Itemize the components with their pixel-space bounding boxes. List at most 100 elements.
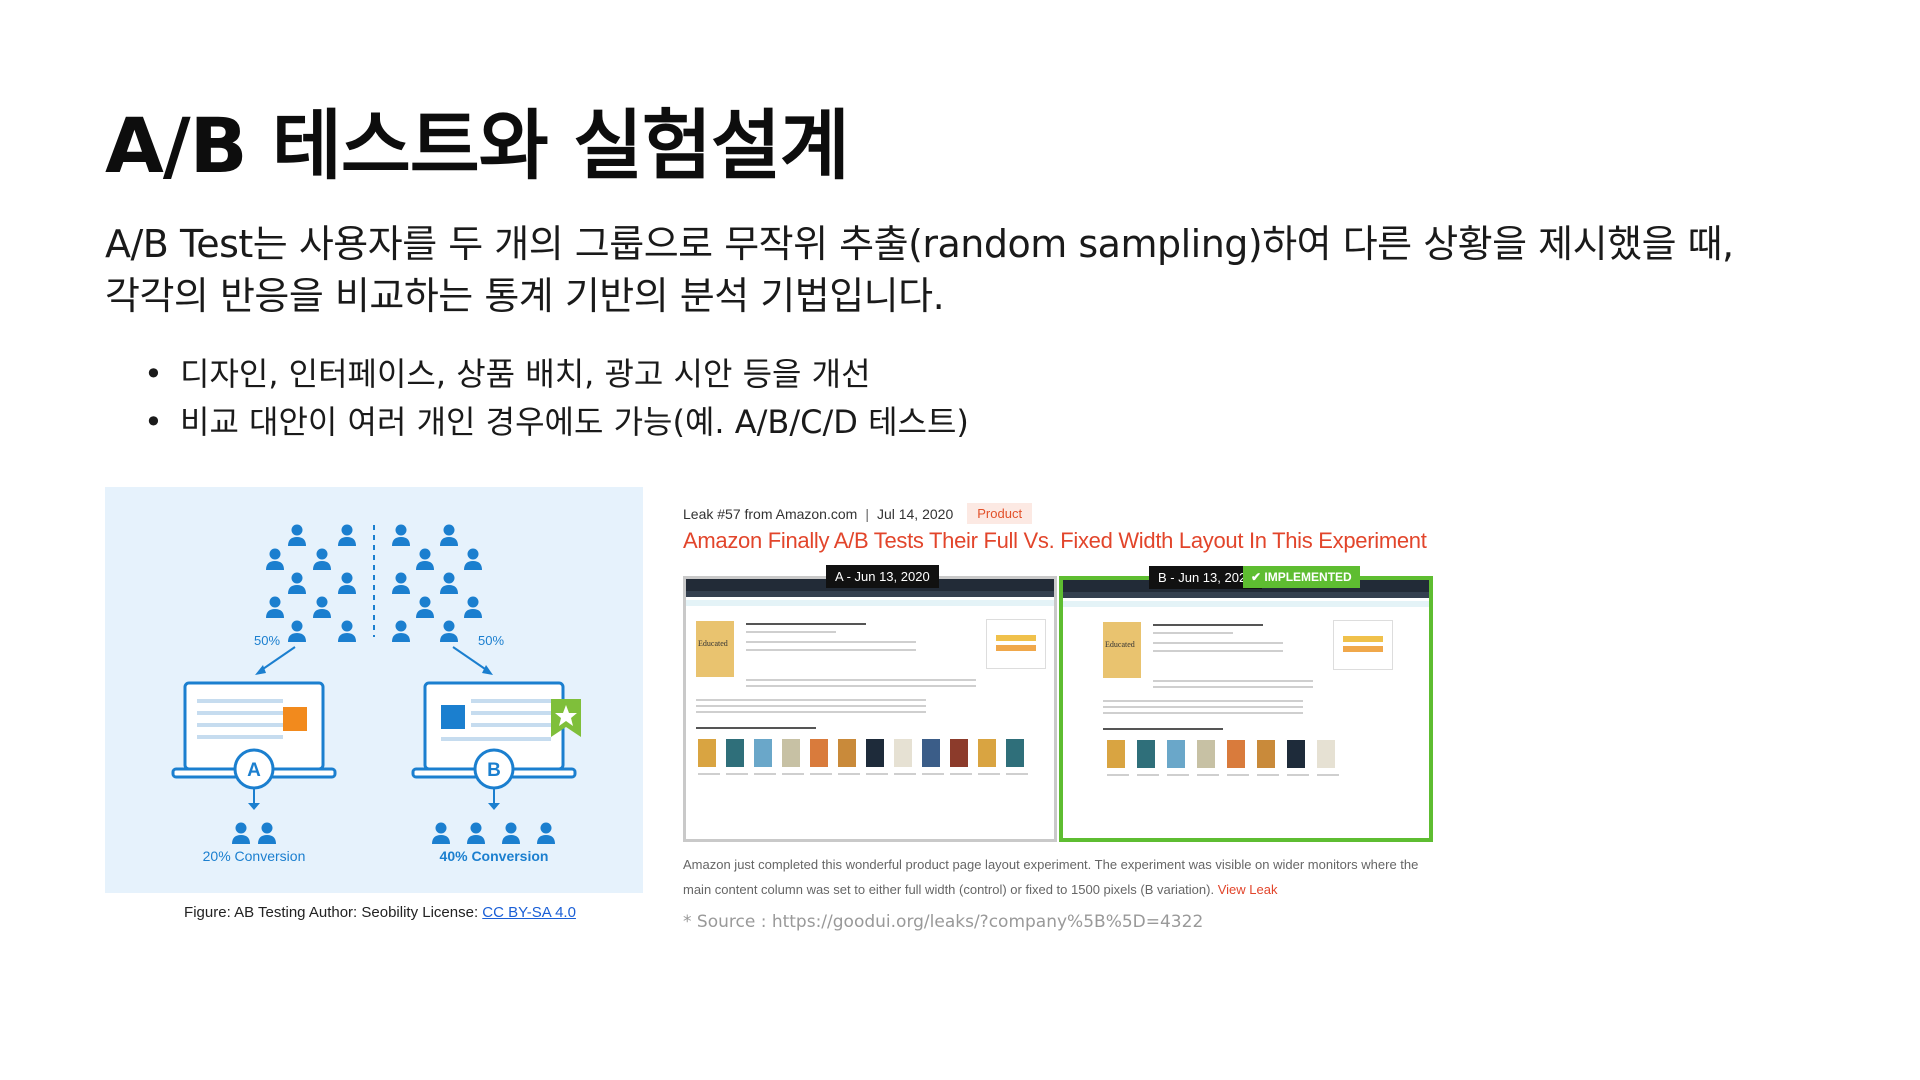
bullet-item: • 비교 대안이 여러 개인 경우에도 가능(예. A/B/C/D 테스트): [140, 398, 969, 446]
book-thumbnail: [866, 739, 884, 767]
book-thumbnail: [1107, 740, 1125, 768]
thumbnail-caption-line: [1137, 774, 1159, 776]
mock-book-title: Educated: [698, 639, 728, 648]
book-thumbnail: [1227, 740, 1245, 768]
book-thumbnail: [782, 739, 800, 767]
mock-buy-box: [986, 619, 1046, 669]
mock-buy-box: [1333, 620, 1393, 670]
mock-book-title: Educated: [1105, 640, 1135, 649]
book-thumbnail: [754, 739, 772, 767]
user-group-left: [266, 524, 356, 642]
thumbnail-caption-line: [1197, 774, 1219, 776]
thumbnail-caption-line: [1006, 773, 1028, 775]
person-icon: [232, 822, 250, 844]
view-leak-link[interactable]: View Leak: [1217, 882, 1278, 897]
person-icon: [502, 822, 520, 844]
thumbnail-caption-line: [1287, 774, 1309, 776]
person-icon: [416, 548, 434, 570]
bullet-dot: •: [144, 355, 163, 393]
thumbnail-caption-line: [810, 773, 832, 775]
category-tag[interactable]: Product: [967, 503, 1033, 524]
person-icon: [537, 822, 555, 844]
bullet-text: 디자인, 인터페이스, 상품 배치, 광고 시안 등을 개선: [180, 355, 871, 393]
bullet-item: • 디자인, 인터페이스, 상품 배치, 광고 시안 등을 개선: [140, 350, 969, 398]
person-icon: [432, 822, 450, 844]
screenshot-variant-a: A - Jun 13, 2020 Educated: [683, 565, 1057, 842]
person-icon: [392, 572, 410, 594]
caption-text: Figure: AB Testing Author: Seobility Lic…: [184, 904, 483, 921]
user-group-right: [392, 524, 482, 642]
converted-users-b: [432, 822, 555, 844]
converted-users-a: [232, 822, 276, 844]
laptop-icon-a: A: [171, 681, 337, 790]
thumbnail-caption-line: [1167, 774, 1189, 776]
thumbnail-caption-line: [1227, 774, 1249, 776]
thumbnail-caption-line: [894, 773, 916, 775]
slide-title: A/B 테스트와 실험설계: [105, 101, 850, 190]
book-thumbnail: [1137, 740, 1155, 768]
book-thumbnail: [1006, 739, 1024, 767]
leak-title[interactable]: Amazon Finally A/B Tests Their Full Vs. …: [683, 528, 1427, 553]
person-icon: [288, 524, 306, 546]
book-thumbnail: [950, 739, 968, 767]
arrow-right: [452, 646, 489, 672]
person-icon: [313, 548, 331, 570]
lead-line-2: 각각의 반응을 비교하는 통계 기반의 분석 기법입니다.: [105, 274, 945, 318]
license-link[interactable]: CC BY-SA 4.0: [482, 904, 576, 921]
split-label-right: 50%: [478, 633, 504, 648]
person-icon: [338, 572, 356, 594]
person-icon: [258, 822, 276, 844]
book-thumbnail: [810, 739, 828, 767]
conversion-a-label: 20% Conversion: [203, 848, 306, 864]
book-thumbnail: [978, 739, 996, 767]
book-thumbnail: [1197, 740, 1215, 768]
mock-nav: [1063, 592, 1429, 598]
book-cover-image: [1103, 622, 1141, 678]
person-icon: [464, 596, 482, 618]
screenshot-variant-b: B - Jun 13, 2020 ✔ IMPLEMENTED Educated: [1059, 566, 1433, 842]
lead-paragraph: A/B Test는 사용자를 두 개의 그룹으로 무작위 추출(random s…: [105, 218, 1825, 322]
bullet-list: • 디자인, 인터페이스, 상품 배치, 광고 시안 등을 개선 • 비교 대안…: [140, 350, 969, 446]
book-thumbnail: [698, 739, 716, 767]
book-thumbnail: [1317, 740, 1335, 768]
book-thumbnail: [1167, 740, 1185, 768]
variant-b-date-label: B - Jun 13, 2020: [1149, 566, 1263, 589]
person-icon: [288, 572, 306, 594]
lead-line-1: A/B Test는 사용자를 두 개의 그룹으로 무작위 추출(random s…: [105, 222, 1734, 266]
person-icon: [338, 620, 356, 642]
person-icon: [313, 596, 331, 618]
mock-banner: [686, 600, 1054, 606]
thumbnail-caption-line: [1257, 774, 1279, 776]
leak-meta: Leak #57 from Amazon.com | Jul 14, 2020 …: [683, 503, 1033, 524]
variant-a-date-label: A - Jun 13, 2020: [826, 565, 939, 588]
variant-a-label: A: [247, 760, 261, 781]
orange-block: [283, 707, 307, 731]
person-icon: [440, 524, 458, 546]
ab-testing-illustration: 50% 50% A B: [105, 487, 643, 893]
thumbnail-caption-line: [866, 773, 888, 775]
leak-description-text: Amazon just completed this wonderful pro…: [683, 857, 1419, 897]
thumbnail-caption-line: [922, 773, 944, 775]
thumbnail-caption-line: [782, 773, 804, 775]
thumbnail-caption-line: [726, 773, 748, 775]
book-thumbnail: [1287, 740, 1305, 768]
implemented-badge: ✔ IMPLEMENTED: [1243, 566, 1360, 588]
person-icon: [338, 524, 356, 546]
thumbnail-caption-line: [754, 773, 776, 775]
person-icon: [467, 822, 485, 844]
variant-b-label: B: [487, 760, 501, 781]
ab-illustration-svg: 50% 50% A B: [171, 524, 581, 864]
person-icon: [266, 548, 284, 570]
thumbnail-caption-line: [698, 773, 720, 775]
person-icon: [440, 572, 458, 594]
book-thumbnail: [922, 739, 940, 767]
person-icon: [392, 524, 410, 546]
bullet-text: 비교 대안이 여러 개인 경우에도 가능(예. A/B/C/D 테스트): [180, 403, 969, 441]
person-icon: [392, 620, 410, 642]
leak-source: Leak #57 from Amazon.com: [683, 505, 858, 522]
person-icon: [288, 620, 306, 642]
person-icon: [416, 596, 434, 618]
thumbnail-caption-line: [950, 773, 972, 775]
book-cover-image: [696, 621, 734, 677]
thumbnail-caption-line: [1107, 774, 1129, 776]
